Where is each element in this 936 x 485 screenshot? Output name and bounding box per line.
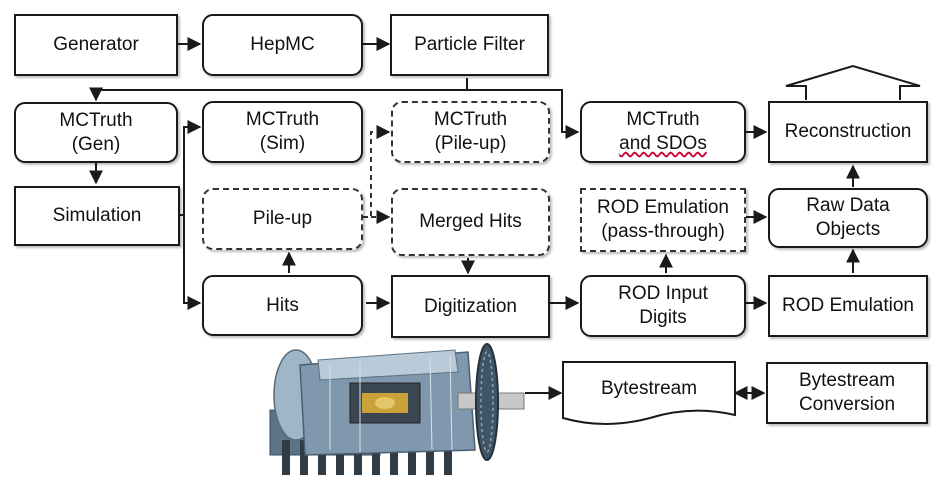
particle-filter-label: Particle Filter bbox=[414, 34, 525, 55]
simulation-label: Simulation bbox=[52, 205, 142, 226]
mctruth-gen-label-1: MCTruth bbox=[59, 109, 133, 131]
mctruth-sim-box: MCTruth (Sim) bbox=[202, 101, 363, 163]
bytestream-conversion-label-1: Bytestream bbox=[798, 370, 896, 391]
reconstruction-box: Reconstruction bbox=[768, 101, 928, 163]
mctruth-pileup-box: MCTruth (Pile-up) bbox=[391, 101, 550, 163]
mctruth-pileup-label-1: MCTruth bbox=[433, 109, 508, 130]
digitization-box: Digitization bbox=[391, 275, 550, 338]
pileup-box: Pile-up bbox=[202, 188, 363, 250]
mctruth-sdos-label-1: MCTruth bbox=[626, 109, 700, 130]
simulation-box: Simulation bbox=[14, 186, 180, 246]
arrow-simulation-hits bbox=[183, 215, 202, 310]
generator-label: Generator bbox=[53, 34, 139, 55]
rod-passthrough-label-1: ROD Emulation bbox=[597, 197, 729, 218]
mctruth-sim-label-2: (Sim) bbox=[259, 133, 306, 154]
merged-hits-label: Merged Hits bbox=[419, 211, 522, 232]
bytestream-label: Bytestream bbox=[600, 378, 698, 399]
rod-emulation-box: ROD Emulation bbox=[768, 275, 928, 337]
rod-input-label-2: Digits bbox=[639, 307, 687, 328]
bytestream-conversion-box: Bytestream Conversion bbox=[766, 362, 928, 424]
mctruth-sdos-label-2: and SDOs bbox=[619, 133, 707, 154]
detector-illustration bbox=[269, 343, 525, 475]
merged-hits-box: Merged Hits bbox=[391, 188, 550, 256]
rod-input-digits-box: ROD Input Digits bbox=[580, 275, 746, 337]
connectors bbox=[89, 37, 860, 400]
particle-filter-box: Particle Filter bbox=[390, 14, 549, 76]
raw-data-label-1: Raw Data bbox=[806, 195, 890, 216]
mctruth-gen-box: MCTruth (Gen) bbox=[14, 102, 178, 163]
output-arrow-icon bbox=[785, 64, 921, 100]
arrow-simulation-mctruth-sim bbox=[180, 120, 202, 216]
mctruth-sim-label-1: MCTruth bbox=[245, 109, 320, 130]
hepmc-box: HepMC bbox=[202, 14, 363, 76]
rod-passthrough-label-2: (pass-through) bbox=[601, 221, 725, 242]
bytestream-conversion-label-2: Conversion bbox=[798, 394, 896, 415]
raw-data-label-2: Objects bbox=[815, 219, 881, 240]
mctruth-gen-label-2: (Gen) bbox=[71, 133, 121, 155]
rod-input-label-1: ROD Input bbox=[618, 283, 708, 304]
hepmc-label: HepMC bbox=[250, 34, 315, 55]
arrow-to-mctruth-sdos bbox=[467, 89, 580, 139]
hits-box: Hits bbox=[202, 275, 363, 336]
raw-data-objects-box: Raw Data Objects bbox=[768, 188, 928, 248]
dashed-connectors bbox=[363, 125, 391, 224]
mctruth-pileup-label-2: (Pile-up) bbox=[434, 133, 507, 154]
bytestream-box: Bytestream bbox=[563, 364, 735, 414]
mctruth-sdos-box: MCTruth and SDOs bbox=[580, 101, 746, 163]
digitization-label: Digitization bbox=[424, 295, 517, 317]
rod-emulation-passthrough-box: ROD Emulation (pass-through) bbox=[580, 188, 746, 252]
pileup-label: Pile-up bbox=[252, 208, 313, 229]
reconstruction-label: Reconstruction bbox=[784, 121, 912, 142]
generator-box: Generator bbox=[14, 14, 178, 76]
rod-emulation-label: ROD Emulation bbox=[782, 295, 914, 316]
arrow-filter-mctruth-gen bbox=[89, 78, 468, 102]
hits-label: Hits bbox=[266, 294, 299, 316]
bytestream-document-shape bbox=[562, 361, 736, 425]
arrow-pileup-mctruth-pileup bbox=[363, 125, 391, 218]
